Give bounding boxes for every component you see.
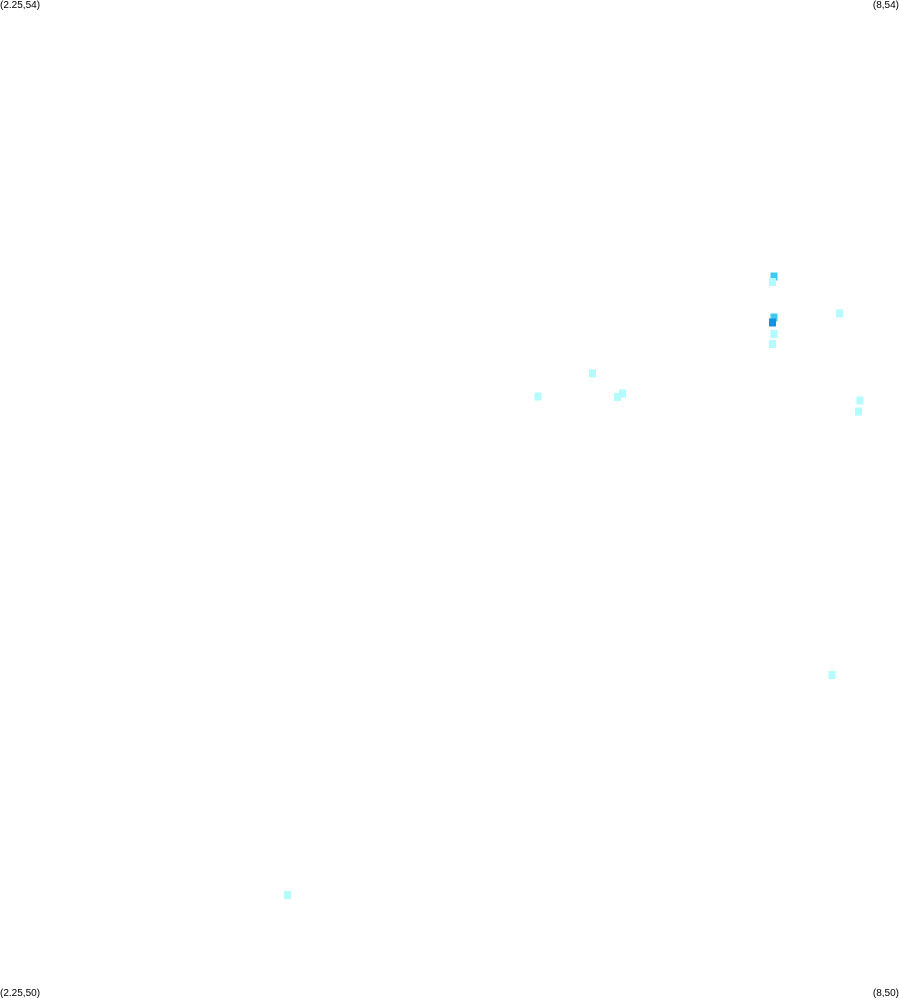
map-cell-light <box>828 671 836 679</box>
map-cell-light <box>768 340 776 349</box>
map-cell-light <box>854 407 862 416</box>
map-cell-dark <box>768 318 776 327</box>
corner-label-top-left: (2.25,54) <box>0 0 41 11</box>
map-cell-medium <box>770 313 778 322</box>
map-cell-light <box>614 393 622 402</box>
map-cell-medium <box>770 272 778 281</box>
map-cell-light <box>856 396 864 405</box>
map-cell-light <box>589 369 597 378</box>
corner-label-bottom-right: (8,50) <box>872 988 899 999</box>
map-cell-light <box>768 278 776 287</box>
map-cell-light <box>534 392 542 401</box>
corner-label-bottom-left: (2.25,50) <box>0 988 41 999</box>
map-cell-light <box>770 329 778 338</box>
map-cell-light <box>618 389 626 398</box>
map-cell-light <box>284 890 292 899</box>
map-cell-light <box>836 309 844 318</box>
corner-label-top-right: (8,54) <box>872 0 899 11</box>
